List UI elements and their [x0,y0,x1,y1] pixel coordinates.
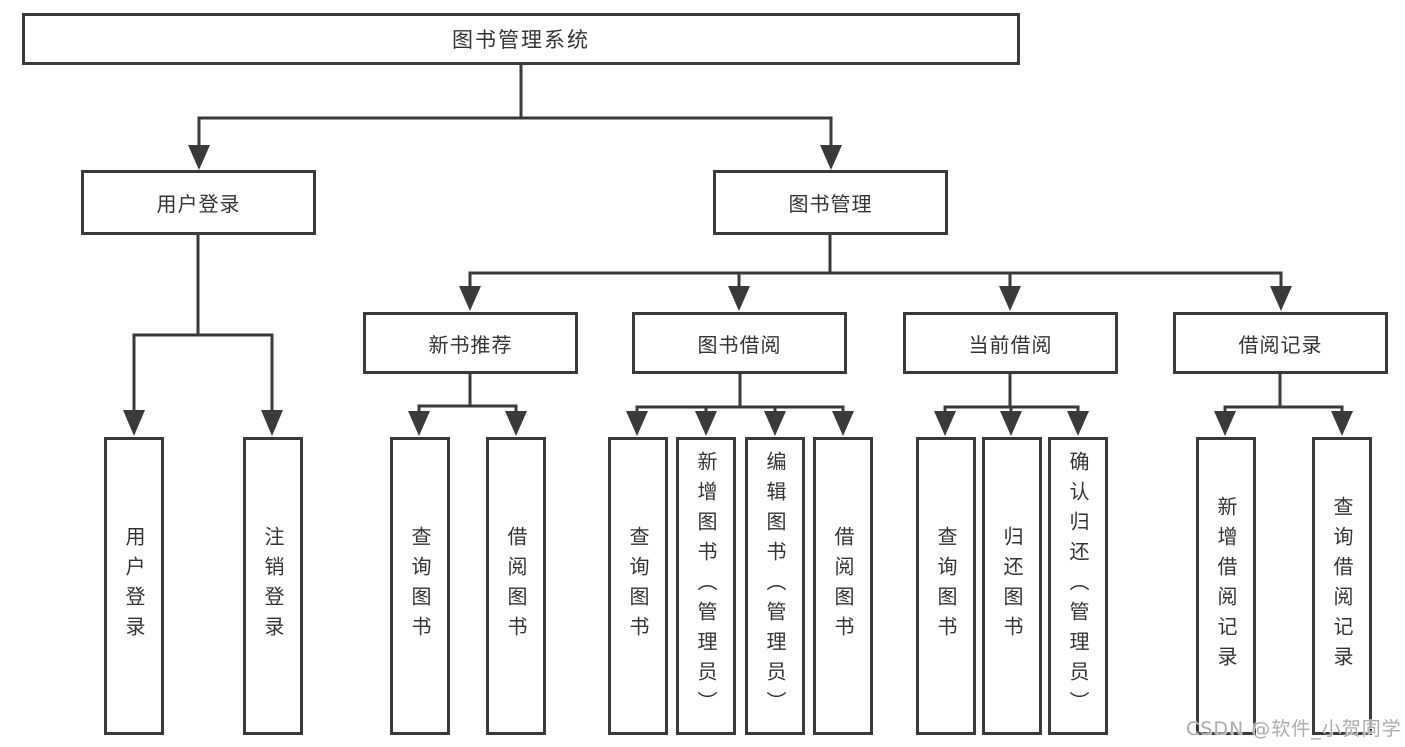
leaf-query-books-current: 查询图书 [916,437,976,735]
node-book-borrow: 图书借阅 [632,312,847,374]
leaf-borrow-books: 借阅图书 [813,437,873,735]
csdn-watermark: CSDN @软件_小贺同学 [1186,718,1402,740]
node-user-login: 用户登录 [81,170,316,235]
leaf-query-borrow-record: 查询借阅记录 [1312,437,1372,735]
node-current-borrow: 当前借阅 [903,312,1118,374]
connector-book-borrow-children [626,374,854,436]
leaf-query-books-recommend: 查询图书 [390,437,450,735]
leaf-return-books: 归还图书 [982,437,1042,735]
connector-new-book-children [408,374,527,436]
node-borrow-records: 借阅记录 [1173,312,1388,374]
leaf-confirm-return-admin: 确认归还（管理员） [1048,437,1108,735]
leaf-add-borrow-record: 新增借阅记录 [1196,437,1256,735]
node-book-management: 图书管理 [713,170,948,235]
node-new-book-recommend: 新书推荐 [363,312,578,374]
connector-user-login-children [123,235,283,436]
connector-book-management-children [459,235,1292,311]
connector-borrow-records-children [1214,374,1353,436]
connector-current-borrow-children [934,374,1089,436]
leaf-edit-book-admin: 编辑图书（管理员） [745,437,805,735]
leaf-query-books-borrow: 查询图书 [608,437,668,735]
leaf-user-login: 用户登录 [104,437,164,735]
leaf-logout: 注销登录 [243,437,303,735]
leaf-add-book-admin: 新增图书（管理员） [676,437,736,735]
connector-root-to-level2 [188,64,842,170]
node-library-management-system: 图书管理系统 [22,13,1020,65]
leaf-borrow-books-recommend: 借阅图书 [486,437,546,735]
